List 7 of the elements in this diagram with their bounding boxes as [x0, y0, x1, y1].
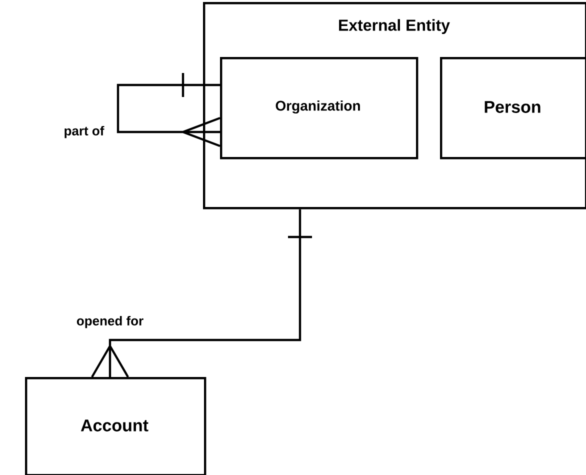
entity-box: Account: [25, 377, 206, 475]
relationship-line: [116, 72, 222, 148]
entity-box: Organization: [220, 57, 418, 160]
relationship-line: [90, 208, 314, 378]
entity-box: Person: [440, 57, 586, 160]
edge-label: opened for: [75, 314, 145, 330]
edge-label: part of: [62, 124, 106, 140]
